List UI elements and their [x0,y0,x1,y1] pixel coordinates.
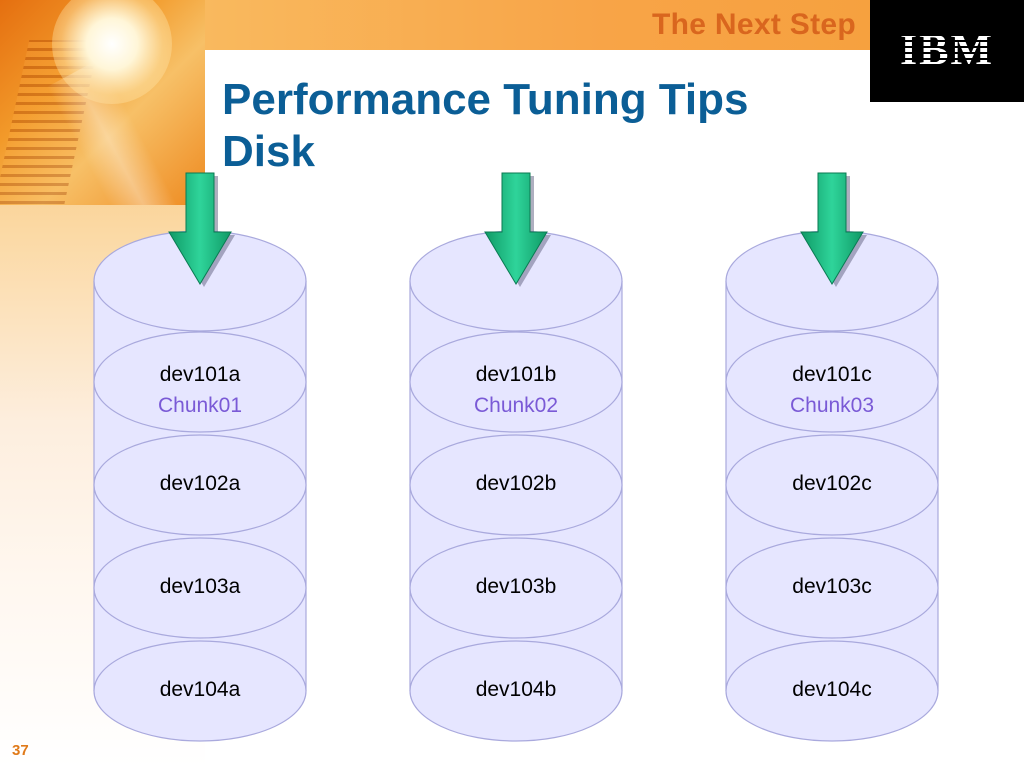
disk-layer [725,640,939,742]
disk-layer [725,434,939,536]
down-arrow-icon [168,172,232,285]
header-photo [0,0,205,205]
disk-layer [409,331,623,433]
disk-layer [409,640,623,742]
device-label: dev104a [160,678,241,701]
photo-sun-glare [52,0,172,104]
header-bar: The Next Step [205,0,870,50]
slide-number: 37 [12,742,29,759]
ibm-logo: IBM [900,25,994,74]
device-label: dev101c [792,363,871,386]
device-label: dev101a [160,363,241,386]
chunk-label: Chunk02 [474,394,558,417]
device-label: dev103c [792,575,871,598]
device-label: dev102c [792,472,871,495]
disk-layer [725,331,939,433]
chunk-label: Chunk01 [158,394,242,417]
logo-box: IBM [870,0,1024,102]
down-arrow-icon [484,172,548,285]
device-label: dev103a [160,575,241,598]
device-label: dev102b [476,472,557,495]
down-arrow-icon [800,172,864,285]
slide-title-line2: Disk [222,127,315,176]
header-tagline: The Next Step [652,8,856,41]
disk-layer [409,537,623,639]
slide-title-line1: Performance Tuning Tips [222,75,749,124]
disk-layer [725,537,939,639]
device-label: dev104c [792,678,871,701]
chunk-label: Chunk03 [790,394,874,417]
device-label: dev102a [160,472,241,495]
disk-layer [93,331,307,433]
disk-layer [409,434,623,536]
device-label: dev103b [476,575,557,598]
slide-title: Performance Tuning Tips Disk [222,74,748,178]
disk-layer [93,537,307,639]
device-label: dev104b [476,678,557,701]
device-label: dev101b [476,363,557,386]
disk-layer [93,640,307,742]
disk-layer [93,434,307,536]
